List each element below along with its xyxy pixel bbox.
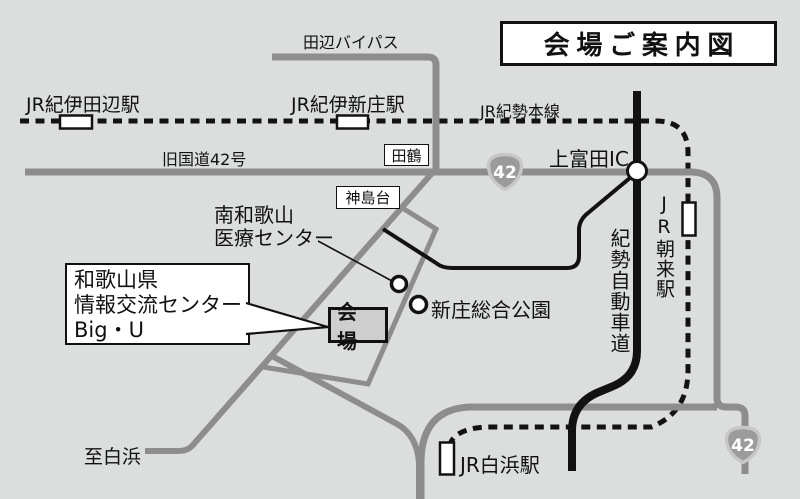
- station-markers: [58, 114, 697, 476]
- venue-callout-line3: Big・U: [74, 318, 144, 342]
- venue-callout-pointer-shape: [245, 301, 330, 336]
- label-medical-center-line2: 医療センター: [214, 226, 334, 250]
- label-tazu: 田鶴: [391, 146, 422, 165]
- map-title-box: 会場ご案内図: [500, 21, 777, 66]
- label-medical-center-line1: 南和歌山: [214, 203, 294, 227]
- label-shinjo-park: 新庄総合公園: [431, 298, 551, 322]
- route42-shield-shape: [486, 152, 524, 192]
- kii-tanabe-station-marker: [58, 114, 94, 130]
- label-kii-tanabe-station: JR紀伊田辺駅: [26, 94, 140, 116]
- label-shirahama-station: JR白浜駅: [460, 453, 540, 477]
- label-old-route42: 旧国道42号: [162, 150, 247, 169]
- map-title: 会場ご案内図: [543, 31, 741, 61]
- route42-shield-shape: [724, 425, 762, 465]
- label-to-shirahama: 至白浜: [84, 446, 142, 468]
- access-route-ic-to-venue: [381, 170, 639, 270]
- road-network: [25, 53, 749, 499]
- venue-label: 会場: [337, 300, 363, 353]
- label-medical-center: 南和歌山 医療センター: [214, 204, 334, 250]
- label-kisei-expressway: 紀勢自動車道: [607, 228, 631, 354]
- bigu-campus-boundary: [262, 206, 440, 387]
- venue-callout-line1: 和歌山県: [74, 268, 158, 292]
- railway-kisei-main-line: [20, 118, 691, 446]
- label-kisei-main-line: JR紀勢本線: [480, 102, 560, 121]
- venue-callout-pointer: [245, 301, 330, 336]
- kamitonda-ic-marker: [626, 160, 648, 182]
- venue-box: 会場: [328, 300, 388, 353]
- shirahama-station-marker: [438, 441, 456, 476]
- route42-shield-number: 42: [731, 436, 755, 456]
- label-box-tazu: 田鶴: [384, 144, 429, 166]
- road-local-south: [270, 353, 422, 499]
- venue-callout-box: 和歌山県 情報交流センター Big・U: [65, 263, 250, 345]
- label-kamitonda-ic: 上富田IC: [549, 147, 629, 171]
- label-box-kashimadai: 神島台: [336, 186, 400, 209]
- route42-shield-bottom: 42: [724, 425, 762, 465]
- label-asso-station: JR朝来駅: [653, 193, 675, 299]
- label-tanabe-bypass: 田辺バイパス: [303, 33, 399, 52]
- road-old-route42: [25, 168, 749, 474]
- label-kii-shinjo-station: JR紀伊新庄駅: [291, 94, 405, 116]
- route42-shield-number: 42: [493, 163, 517, 183]
- road-tanabe-bypass: [272, 53, 440, 172]
- medical-center-marker: [389, 274, 409, 294]
- expressway-kisei: [568, 91, 641, 471]
- medical-center-leader-line: [317, 240, 393, 282]
- route42-shield-top: 42: [486, 152, 524, 192]
- kii-shinjo-station-marker: [335, 114, 370, 130]
- venue-callout-line2: 情報交流センター: [74, 293, 242, 317]
- road-to-shirahama: [145, 170, 436, 454]
- asso-station-marker: [681, 201, 697, 237]
- shinjo-park-marker: [408, 294, 429, 315]
- label-kashimadai: 神島台: [345, 189, 391, 207]
